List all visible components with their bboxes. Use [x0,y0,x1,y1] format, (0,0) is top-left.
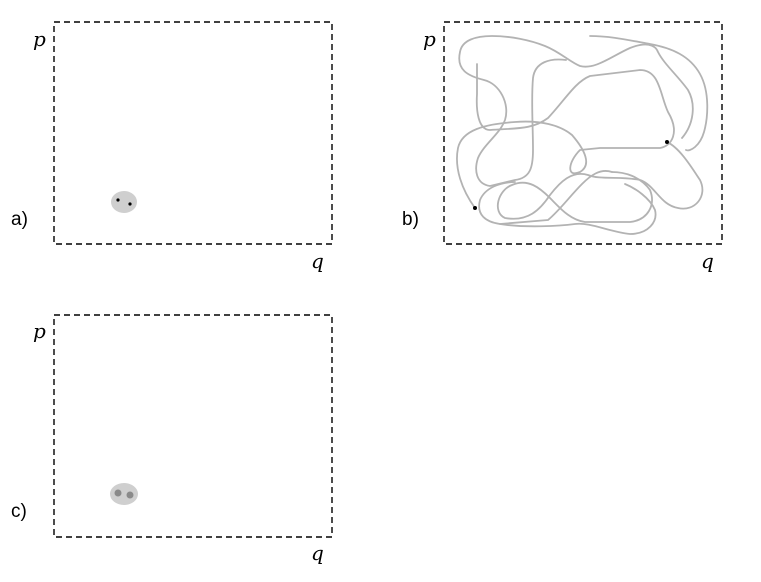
state-point-2-c [126,491,134,499]
panel-label-a: a) [11,209,28,230]
q-axis-label-b: q [701,249,714,273]
trajectory-5 [458,35,694,187]
phase-space-frame-c [53,314,333,538]
initial-region-blob-c [110,483,138,505]
state-point-1-b [473,206,477,210]
p-axis-label-b: p [423,27,436,51]
state-point-1-a [116,198,120,202]
trajectory-4 [589,35,709,152]
state-point-1-c [114,489,122,497]
initial-region-blob-a [111,191,137,213]
q-axis-label-c: q [311,541,324,565]
trajectory-1 [456,63,675,209]
p-axis-label-c: p [33,319,46,343]
state-point-2-a [128,202,132,206]
trajectory-6 [499,183,657,235]
panel-c: p q c) [11,314,333,565]
state-point-2-b [665,140,669,144]
p-axis-label-a: p [33,27,46,51]
q-axis-label-a: q [311,249,324,273]
trajectory-3 [478,170,613,225]
panel-a: p q a) [11,21,333,273]
trajectory-2 [496,141,704,223]
panel-label-c: c) [11,501,27,522]
phase-space-frame-a [53,21,333,245]
panel-b: p q b) [402,21,723,273]
panel-label-b: b) [402,209,419,230]
